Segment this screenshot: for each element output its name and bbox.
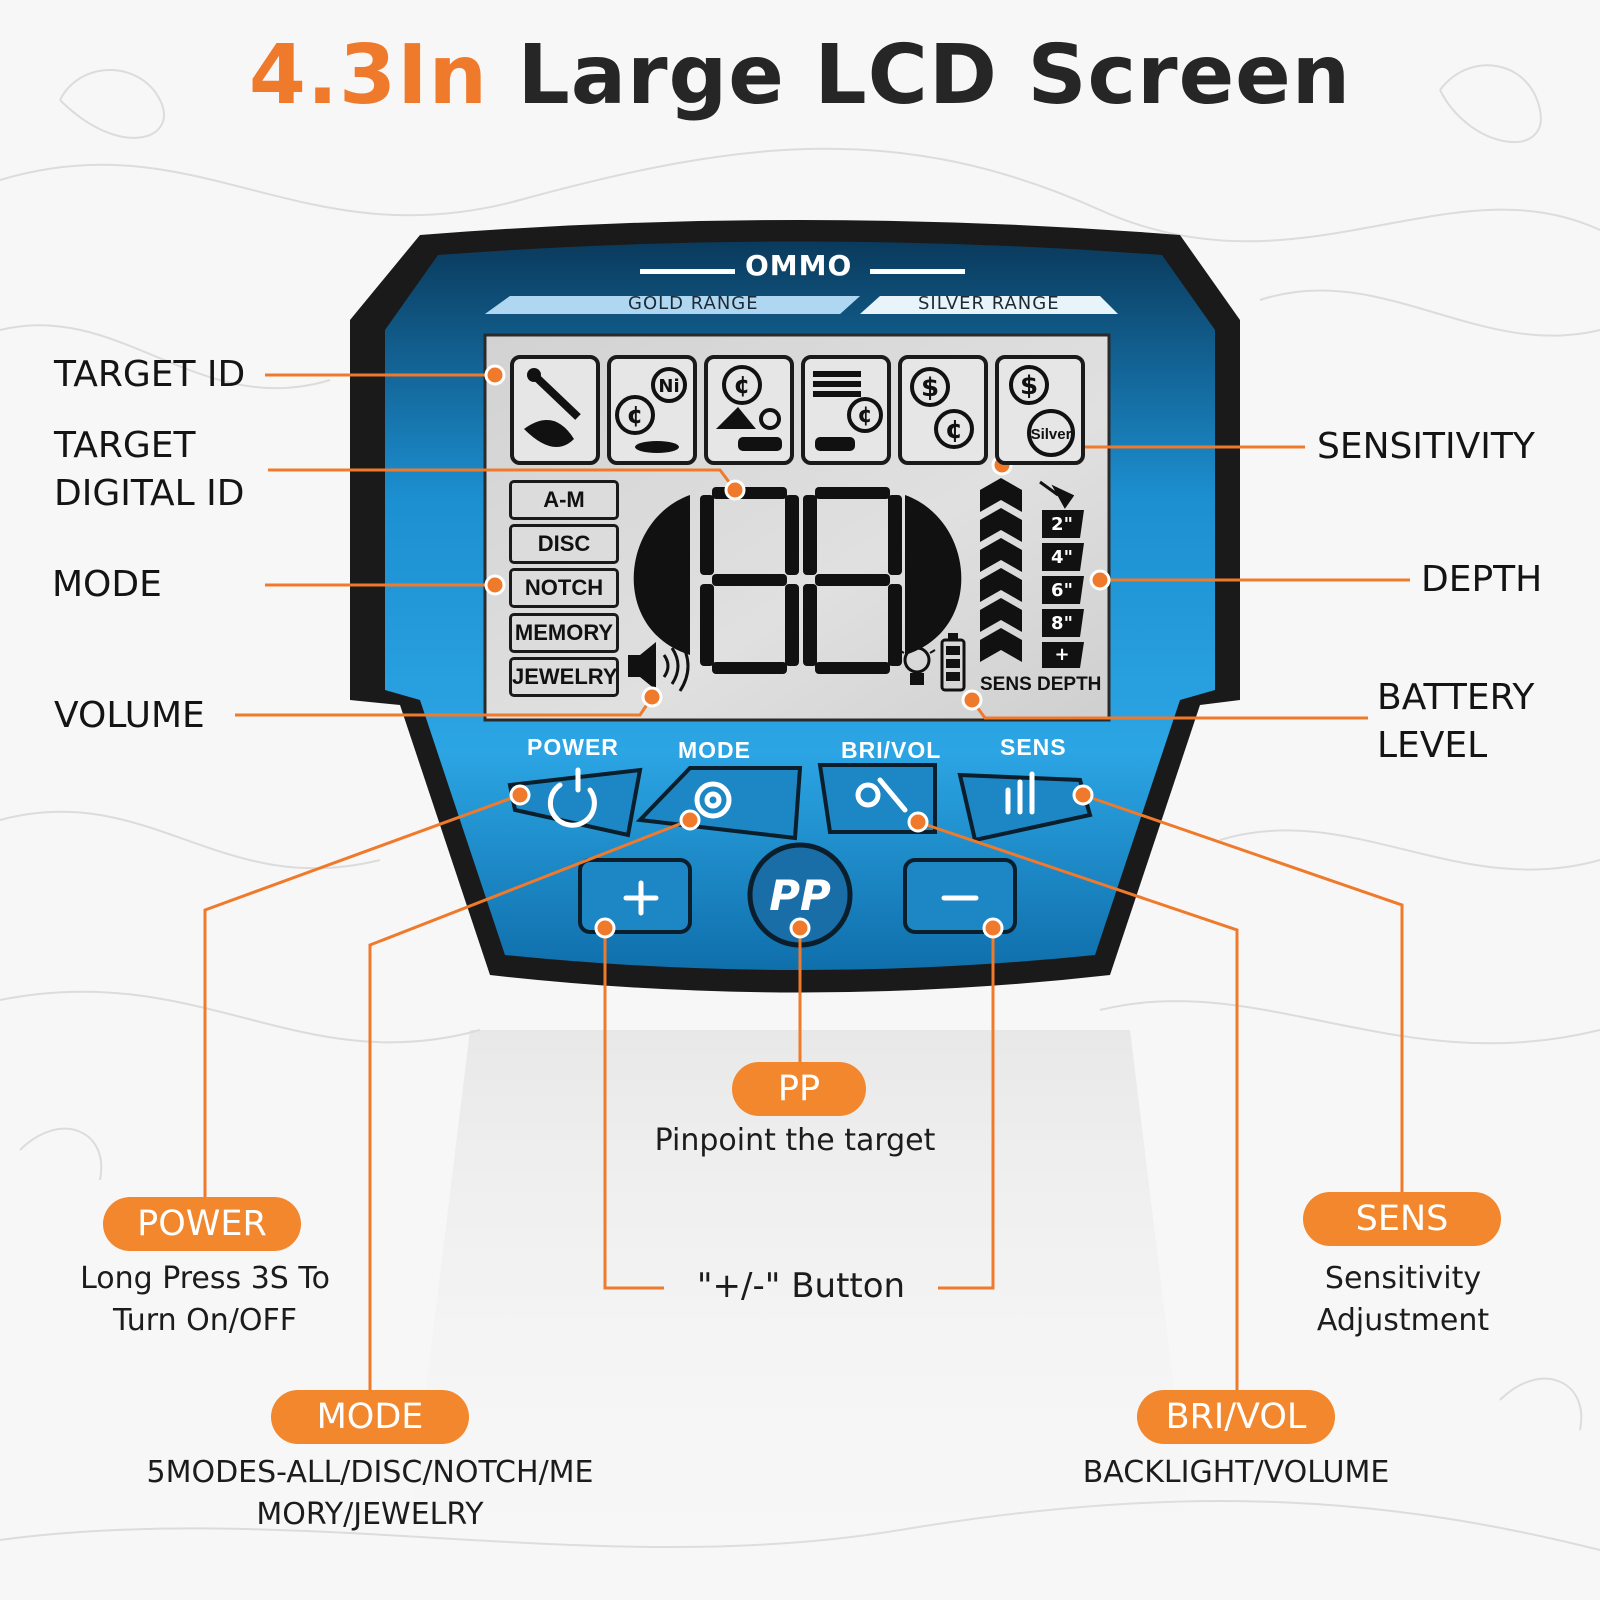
mode-button-label[interactable]: MODE [678,737,751,763]
depth-mark-plus: + [1054,644,1070,665]
callout-battery-level: BATTERY LEVEL [1377,677,1535,766]
desc-pp: Pinpoint the target [654,1123,936,1158]
svg-text:¢: ¢ [945,415,963,445]
depth-mark-2: 2" [1051,514,1073,535]
power-button-label[interactable]: POWER [527,734,619,760]
desc-mode: 5MODES-ALL/DISC/NOTCH/ME MORY/JEWELRY [146,1455,594,1532]
lcd-mode-notch: NOTCH [509,568,619,608]
brivol-button-label[interactable]: BRI/VOL [841,737,942,763]
depth-mark-8: 8" [1051,613,1073,634]
screw-key-icon [510,355,600,465]
svg-text:¢: ¢ [857,403,872,428]
callout-target-id: TARGET ID [54,354,246,395]
stack-coin-icon: ¢ [801,355,891,465]
lcd-depth-label: DEPTH [1037,674,1102,695]
pill-pp: PP [732,1062,866,1116]
lcd-mode-jewelry: JEWELRY [509,657,619,697]
callout-volume: VOLUME [54,695,205,736]
depth-mark-4: 4" [1051,547,1073,568]
callout-mode: MODE [52,564,162,605]
pill-brivol: BRI/VOL [1137,1390,1335,1444]
desc-power: Long Press 3S To Turn On/OFF [80,1261,330,1338]
dollar-cent-icon: $¢ [898,355,988,465]
sens-button-label[interactable]: SENS [1000,734,1067,760]
svg-text:$: $ [921,373,939,403]
pill-mode: MODE [271,1390,469,1444]
desc-sens: Sensitivity Adjustment [1316,1261,1490,1338]
callout-target-digital-id: TARGET DIGITAL ID [54,425,245,514]
lcd-mode-disc: DISC [509,524,619,564]
nickel-coin-icon: Ni ¢ [607,355,697,465]
nickel-label: Ni [658,376,679,397]
depth-mark-6: 6" [1051,580,1073,601]
pulltab-coin-icon: ¢ [704,355,794,465]
callout-sensitivity: SENSITIVITY [1317,426,1535,467]
gold-range-label: GOLD RANGE [628,293,759,314]
dollar-silver-icon: $ Silver [995,355,1085,465]
lcd-sens-label: SENS [980,674,1032,695]
desc-plus-minus: "+/-" Button [696,1266,906,1306]
svg-text:$: $ [1020,371,1038,401]
desc-brivol: BACKLIGHT/VOLUME [1082,1455,1390,1490]
svg-text:¢: ¢ [734,371,751,399]
lcd-mode-am: A-M [509,480,619,520]
lcd-mode-memory: MEMORY [509,613,619,653]
pp-button-glyph: PP [769,871,831,920]
callout-depth: DEPTH [1421,559,1543,600]
headline: 4.3In Large LCD Screen [0,28,1600,123]
lcd-digital-id: 88 [760,470,761,471]
silver-range-label: SILVER RANGE [918,293,1060,314]
svg-text:¢: ¢ [627,401,644,429]
pp-button[interactable]: PP [760,860,840,930]
silver-coin-label: Silver [1031,426,1072,443]
pill-power: POWER [103,1197,301,1251]
headline-rest: Large LCD Screen [487,28,1352,123]
headline-accent: 4.3In [248,28,488,123]
pill-sens: SENS [1303,1192,1501,1246]
brand-logo: OMMO [745,249,853,282]
